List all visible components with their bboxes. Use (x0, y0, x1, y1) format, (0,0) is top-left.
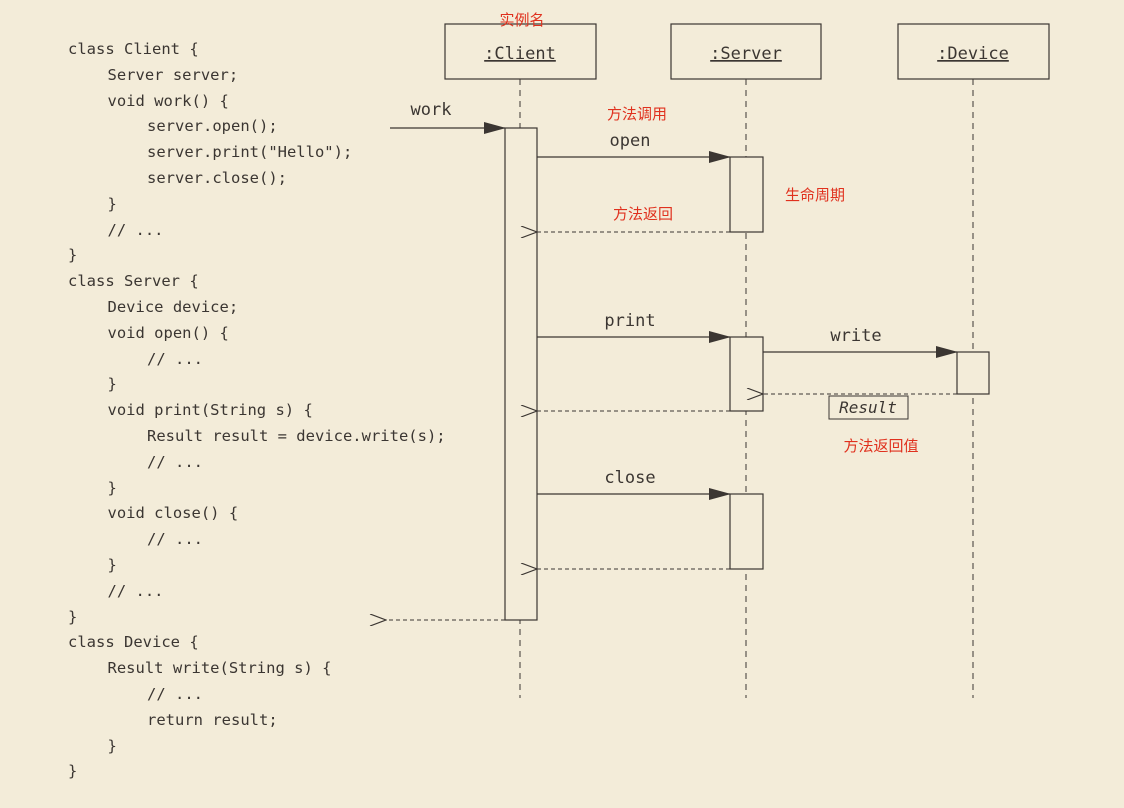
code-line: Result result = device.write(s); (147, 427, 446, 445)
code-line: } (107, 736, 117, 755)
code-line: Device device; (107, 298, 239, 316)
code-line: } (107, 375, 117, 394)
message-write-label: write (830, 326, 881, 346)
code-line: return result; (147, 710, 278, 729)
code-line: class Device { (68, 633, 199, 652)
participant-device: :Device (897, 23, 1050, 80)
message-close-label: close (604, 468, 655, 488)
code-line: void close() { (107, 504, 239, 523)
code-line: // ... (147, 685, 203, 703)
return-value-label: Result (839, 398, 897, 417)
code-line: void work() { (107, 91, 229, 110)
annotation-lifecycle: 生命周期 (785, 186, 845, 204)
annotation-instance-name: 实例名 (499, 11, 544, 29)
code-line: class Server { (68, 272, 199, 291)
code-line: server.close(); (147, 169, 287, 187)
code-line: // ... (147, 530, 203, 549)
code-line: server.print("Hello"); (147, 143, 353, 162)
code-line: } (107, 194, 117, 213)
message-open-label: open (610, 131, 651, 151)
participant-server: :Server (670, 23, 822, 80)
annotation-method-call: 方法调用 (607, 105, 667, 123)
return-value-box: Result (828, 395, 909, 420)
participant-server-label: :Server (710, 44, 782, 64)
code-line: // ... (107, 581, 164, 600)
code-line: } (68, 762, 78, 781)
activation-client-work (504, 127, 538, 621)
code-line: void print(String s) { (107, 401, 313, 420)
code-line: Server server; (107, 65, 239, 84)
activation-device-write (956, 351, 990, 395)
code-line: class Client { (68, 40, 199, 58)
code-line: } (107, 556, 117, 574)
code-line: // ... (147, 349, 203, 368)
code-line: } (107, 478, 117, 497)
participant-client-label: :Client (484, 44, 556, 64)
code-line: Result write(String s) { (107, 659, 332, 678)
message-print-label: print (604, 311, 655, 331)
activation-server-close (729, 493, 764, 570)
activation-server-open (729, 156, 764, 233)
code-line: } (68, 246, 78, 265)
code-line: // ... (147, 452, 203, 471)
annotation-return-value: 方法返回值 (843, 437, 918, 455)
participant-device-label: :Device (937, 44, 1009, 64)
message-work-label: work (411, 100, 452, 120)
activation-server-print (729, 336, 764, 412)
annotation-method-return: 方法返回 (613, 205, 673, 223)
code-line: server.open(); (147, 117, 278, 136)
code-line: } (68, 607, 78, 626)
participant-client: :Client (444, 23, 597, 80)
code-line: void open() { (107, 323, 229, 342)
code-line: // ... (107, 220, 164, 239)
